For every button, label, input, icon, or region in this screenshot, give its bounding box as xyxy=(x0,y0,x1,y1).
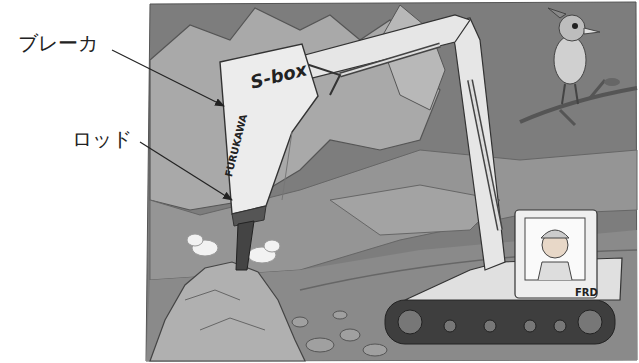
part-label: ブレーカ xyxy=(18,32,98,54)
brand-text: FRD xyxy=(575,287,598,298)
part-label: ロッド xyxy=(72,128,132,150)
